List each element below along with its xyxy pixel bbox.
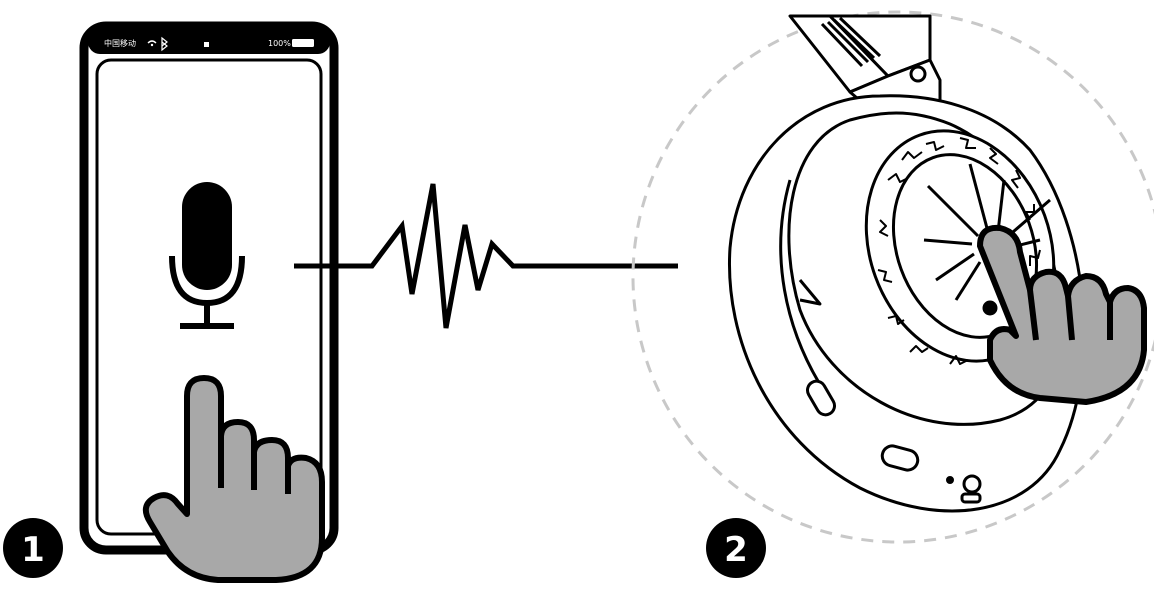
battery-icon <box>292 39 314 47</box>
usb-port <box>960 492 982 504</box>
aux-port <box>962 474 982 494</box>
smartphone: 中国移动 100% <box>79 21 339 555</box>
status-battery: 100% <box>268 39 291 48</box>
headband-texture <box>820 16 882 68</box>
wifi-icon <box>147 40 157 47</box>
yoke-screw <box>909 65 927 83</box>
step-2-number: 2 <box>724 530 748 570</box>
microphone-icon <box>169 182 245 329</box>
lock-icon <box>204 42 209 47</box>
status-carrier: 中国移动 <box>104 38 136 48</box>
power-button <box>880 444 920 472</box>
hand-tap-headphone-icon <box>977 224 1147 405</box>
step-1-number: 1 <box>21 530 45 570</box>
tap-burst-icon <box>923 163 1051 301</box>
indicator-dot <box>982 300 998 316</box>
side-button <box>806 379 836 417</box>
hand-tap-phone-icon <box>142 375 325 583</box>
headphone-earcup <box>727 14 1086 513</box>
voice-waveform-icon <box>294 183 678 329</box>
step-2-badge: 2 <box>706 518 766 578</box>
zoom-circle <box>631 10 1154 544</box>
mic-hole <box>946 476 954 484</box>
bluetooth-icon <box>161 36 168 52</box>
step-1-badge: 1 <box>3 518 63 578</box>
